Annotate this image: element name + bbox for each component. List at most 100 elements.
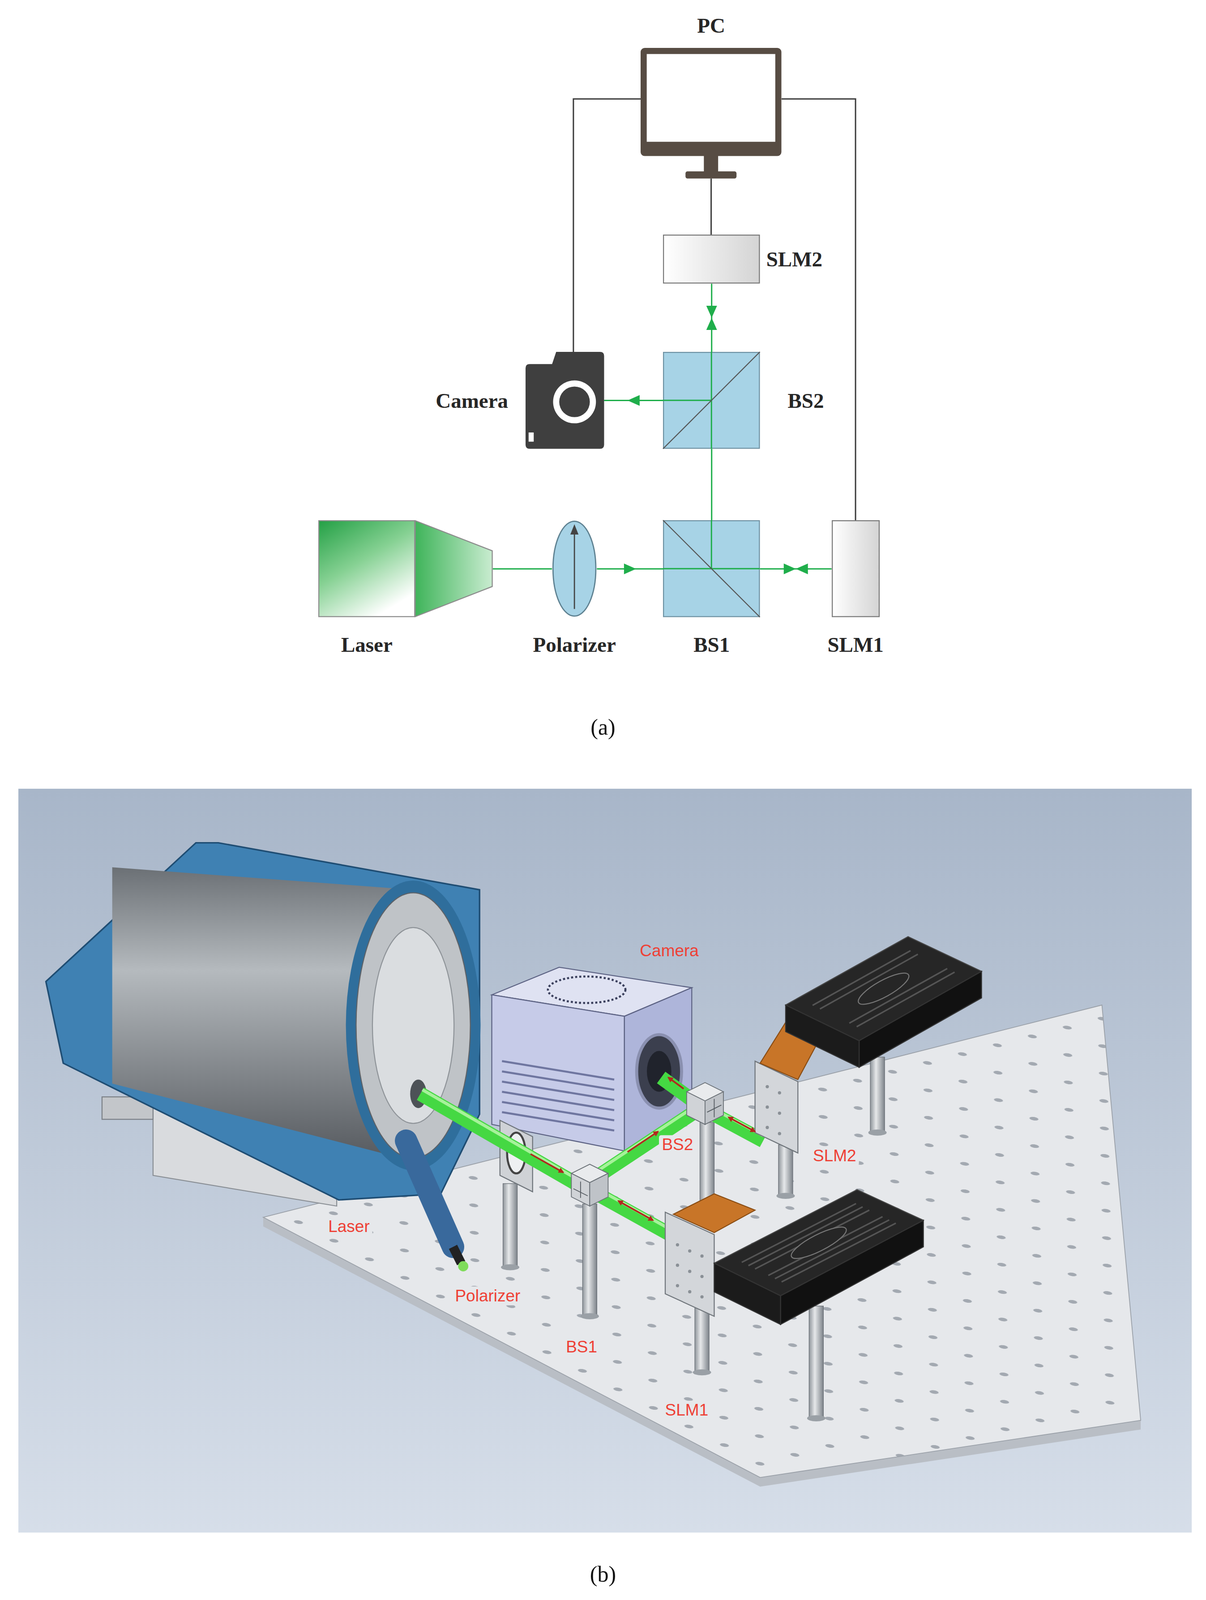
beam-splitter-cubes <box>580 1181 582 1198</box>
slm-box-outline <box>662 234 761 284</box>
beam-splitter-cubes <box>705 1091 724 1125</box>
camera-housing <box>636 1034 682 1108</box>
monitor-neck <box>704 154 719 173</box>
camera-housing <box>501 1060 615 1080</box>
part-label: Camera <box>637 941 702 961</box>
slm-units <box>785 1005 860 1068</box>
laser-head <box>453 1246 462 1263</box>
arrow-head <box>627 395 640 407</box>
slm-units <box>780 1220 924 1325</box>
node-label: BS1 <box>693 632 730 657</box>
slm-units <box>778 1111 782 1115</box>
mount-posts <box>694 1308 710 1373</box>
beam-splitter-cubes <box>571 1173 590 1206</box>
camera-lens <box>559 386 590 418</box>
polarizer-lens: Polarizer <box>551 520 597 618</box>
slm-units <box>675 1263 680 1267</box>
direction-arrows <box>618 1201 653 1221</box>
beam-splitter-cube-outline <box>662 520 761 618</box>
mount-posts <box>776 1192 795 1199</box>
direction-arrows <box>530 1154 564 1173</box>
camera-lens-ring <box>552 380 596 424</box>
part-label: SLM2 <box>810 1146 860 1166</box>
signal-wire <box>781 98 856 521</box>
laser-head <box>457 1261 469 1272</box>
polarizer-lens-outline <box>551 520 597 618</box>
pc-monitor-outline <box>640 47 782 179</box>
slm-units <box>765 1125 769 1130</box>
slm-units <box>778 1132 782 1136</box>
splitter-diagonal <box>662 520 761 618</box>
mount-posts <box>870 1056 885 1133</box>
laser-source-outline <box>318 520 493 618</box>
camera-detail <box>528 432 534 442</box>
slm-units <box>700 1254 704 1258</box>
beam-path <box>760 563 832 575</box>
slm-units <box>673 1193 755 1233</box>
slm-units <box>675 1283 680 1288</box>
node-label: Laser <box>341 632 393 657</box>
slm-units <box>700 1295 704 1299</box>
slm-units <box>675 1243 680 1247</box>
direction-arrows <box>530 1077 755 1221</box>
node-label: Camera <box>435 388 509 413</box>
beam-inside <box>662 399 712 402</box>
signal-wire <box>710 178 712 235</box>
arrow-head <box>624 563 637 575</box>
panel-b-illustration <box>18 788 1192 1533</box>
slm-units <box>688 1249 692 1253</box>
pc-monitor: PC <box>640 47 782 179</box>
polarization-arrow <box>570 524 579 535</box>
direction-arrows <box>668 1077 684 1089</box>
beam-splitter-cubes <box>706 1104 722 1112</box>
slm-units <box>700 1274 704 1279</box>
camera-housing <box>501 1111 615 1131</box>
mount-posts <box>778 1144 793 1196</box>
node-label: Polarizer <box>533 632 616 657</box>
slm-units <box>688 1269 692 1273</box>
mount-posts <box>500 1264 520 1271</box>
part-label: Laser <box>325 1216 373 1236</box>
beam-path <box>596 563 663 575</box>
laser-head <box>406 1140 454 1247</box>
beam-splitter-cubes <box>589 1173 608 1206</box>
beam-splitter-cubes <box>571 1082 724 1206</box>
laser-head <box>46 842 481 1272</box>
beam-path <box>492 568 552 569</box>
mount-posts <box>808 1305 824 1419</box>
slm-units <box>778 1090 782 1095</box>
arrow-head <box>706 305 718 318</box>
laser-beam <box>587 1103 701 1178</box>
camera-body <box>525 351 604 450</box>
connector-line <box>492 568 552 570</box>
direction-arrows <box>627 1131 659 1153</box>
laser-head <box>346 880 481 1171</box>
slm-panel: SLM1 <box>831 520 880 618</box>
connector-line <box>710 449 713 521</box>
slm-units <box>768 1216 883 1276</box>
lens-body <box>552 521 596 617</box>
camera-icon-outline <box>525 351 604 450</box>
laser-beam <box>420 1077 764 1241</box>
mount-posts <box>503 1183 518 1268</box>
slm-box: SLM2 <box>662 234 761 284</box>
camera-icon: Camera <box>525 351 604 450</box>
slm-units <box>714 1263 781 1325</box>
mount-posts <box>700 1122 715 1204</box>
beam-path <box>603 395 663 407</box>
arrow-head <box>795 563 809 575</box>
beam-splitter-cubes <box>573 1188 588 1196</box>
node-label: SLM2 <box>766 247 823 272</box>
signal-wire <box>573 98 641 352</box>
panel-caption: (b) <box>590 1561 616 1588</box>
camera-housing <box>547 976 626 1003</box>
slm-body <box>663 235 760 283</box>
laser-beam <box>589 1107 702 1182</box>
laser-beam <box>422 1089 580 1181</box>
connector-line <box>573 98 641 352</box>
splitter-diagonal <box>662 351 761 450</box>
camera-housing <box>491 967 693 1151</box>
